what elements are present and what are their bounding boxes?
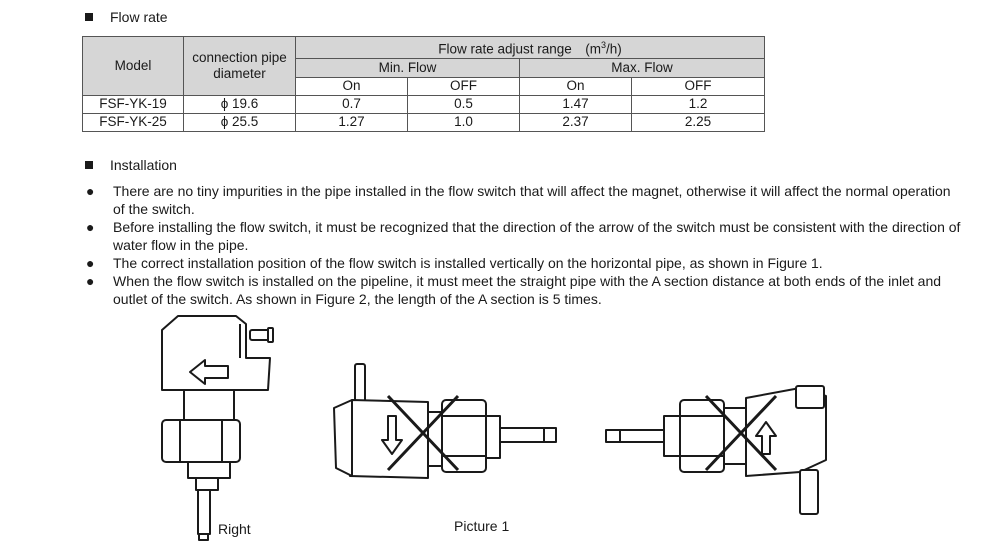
table-row: FSF-YK-25 ϕ 25.5 1.27 1.0 2.37 2.25	[82, 112, 765, 132]
cell-min-on: 0.7	[295, 94, 408, 114]
bullet-dot-icon: ●	[86, 255, 95, 271]
bullet-dot-icon: ●	[86, 219, 95, 235]
flow-switch-wrong-figure-right	[605, 385, 827, 515]
installation-figures	[161, 315, 827, 541]
header-min-on: On	[295, 76, 408, 96]
cell-max-on: 2.37	[519, 112, 632, 132]
list-item: ● Before installing the flow switch, it …	[86, 219, 961, 253]
caption-picture-1: Picture 1	[454, 518, 510, 534]
cell-pipe: ϕ 19.6	[183, 94, 296, 114]
header-min-flow: Min. Flow	[295, 57, 520, 78]
list-item: ● The correct installation position of t…	[86, 255, 823, 271]
square-bullet-icon	[85, 161, 93, 169]
installation-heading: Installation	[85, 157, 177, 173]
cell-max-on: 1.47	[519, 94, 632, 114]
flow-rate-table: Model connection pipe diameter Flow rate…	[82, 36, 765, 132]
header-model: Model	[82, 36, 184, 96]
cell-model: FSF-YK-25	[82, 112, 184, 132]
flow-rate-heading: Flow rate	[85, 9, 168, 25]
list-item: ● When the flow switch is installed on t…	[86, 273, 942, 307]
cell-model: FSF-YK-19	[82, 94, 184, 114]
bullet-dot-icon: ●	[86, 273, 95, 289]
cell-min-off: 0.5	[407, 94, 520, 114]
installation-list: ● There are no tiny impurities in the pi…	[84, 182, 964, 308]
square-bullet-icon	[85, 13, 93, 21]
header-min-off: OFF	[407, 76, 520, 96]
cell-pipe: ϕ 25.5	[183, 112, 296, 132]
table-row: FSF-YK-19 ϕ 19.6 0.7 0.5 1.47 1.2	[82, 94, 765, 114]
cell-max-off: 1.2	[631, 94, 765, 114]
header-pipe-diameter: connection pipe diameter	[183, 36, 296, 96]
flow-switch-correct-figure	[161, 315, 274, 541]
flow-direction-arrow-icon	[381, 415, 403, 455]
flow-switch-wrong-figure-left	[333, 363, 557, 479]
cell-min-on: 1.27	[295, 112, 408, 132]
header-max-on: On	[519, 76, 632, 96]
cell-max-off: 2.25	[631, 112, 765, 132]
cell-min-off: 1.0	[407, 112, 520, 132]
list-item: ● There are no tiny impurities in the pi…	[86, 183, 951, 217]
bullet-dot-icon: ●	[86, 183, 95, 199]
caption-right: Right	[218, 521, 251, 537]
header-max-off: OFF	[631, 76, 765, 96]
flow-direction-arrow-icon	[755, 421, 777, 455]
header-max-flow: Max. Flow	[519, 57, 765, 78]
flow-direction-arrow-icon	[189, 359, 229, 385]
header-flow-range: Flow rate adjust range (m3/h)	[295, 36, 765, 59]
